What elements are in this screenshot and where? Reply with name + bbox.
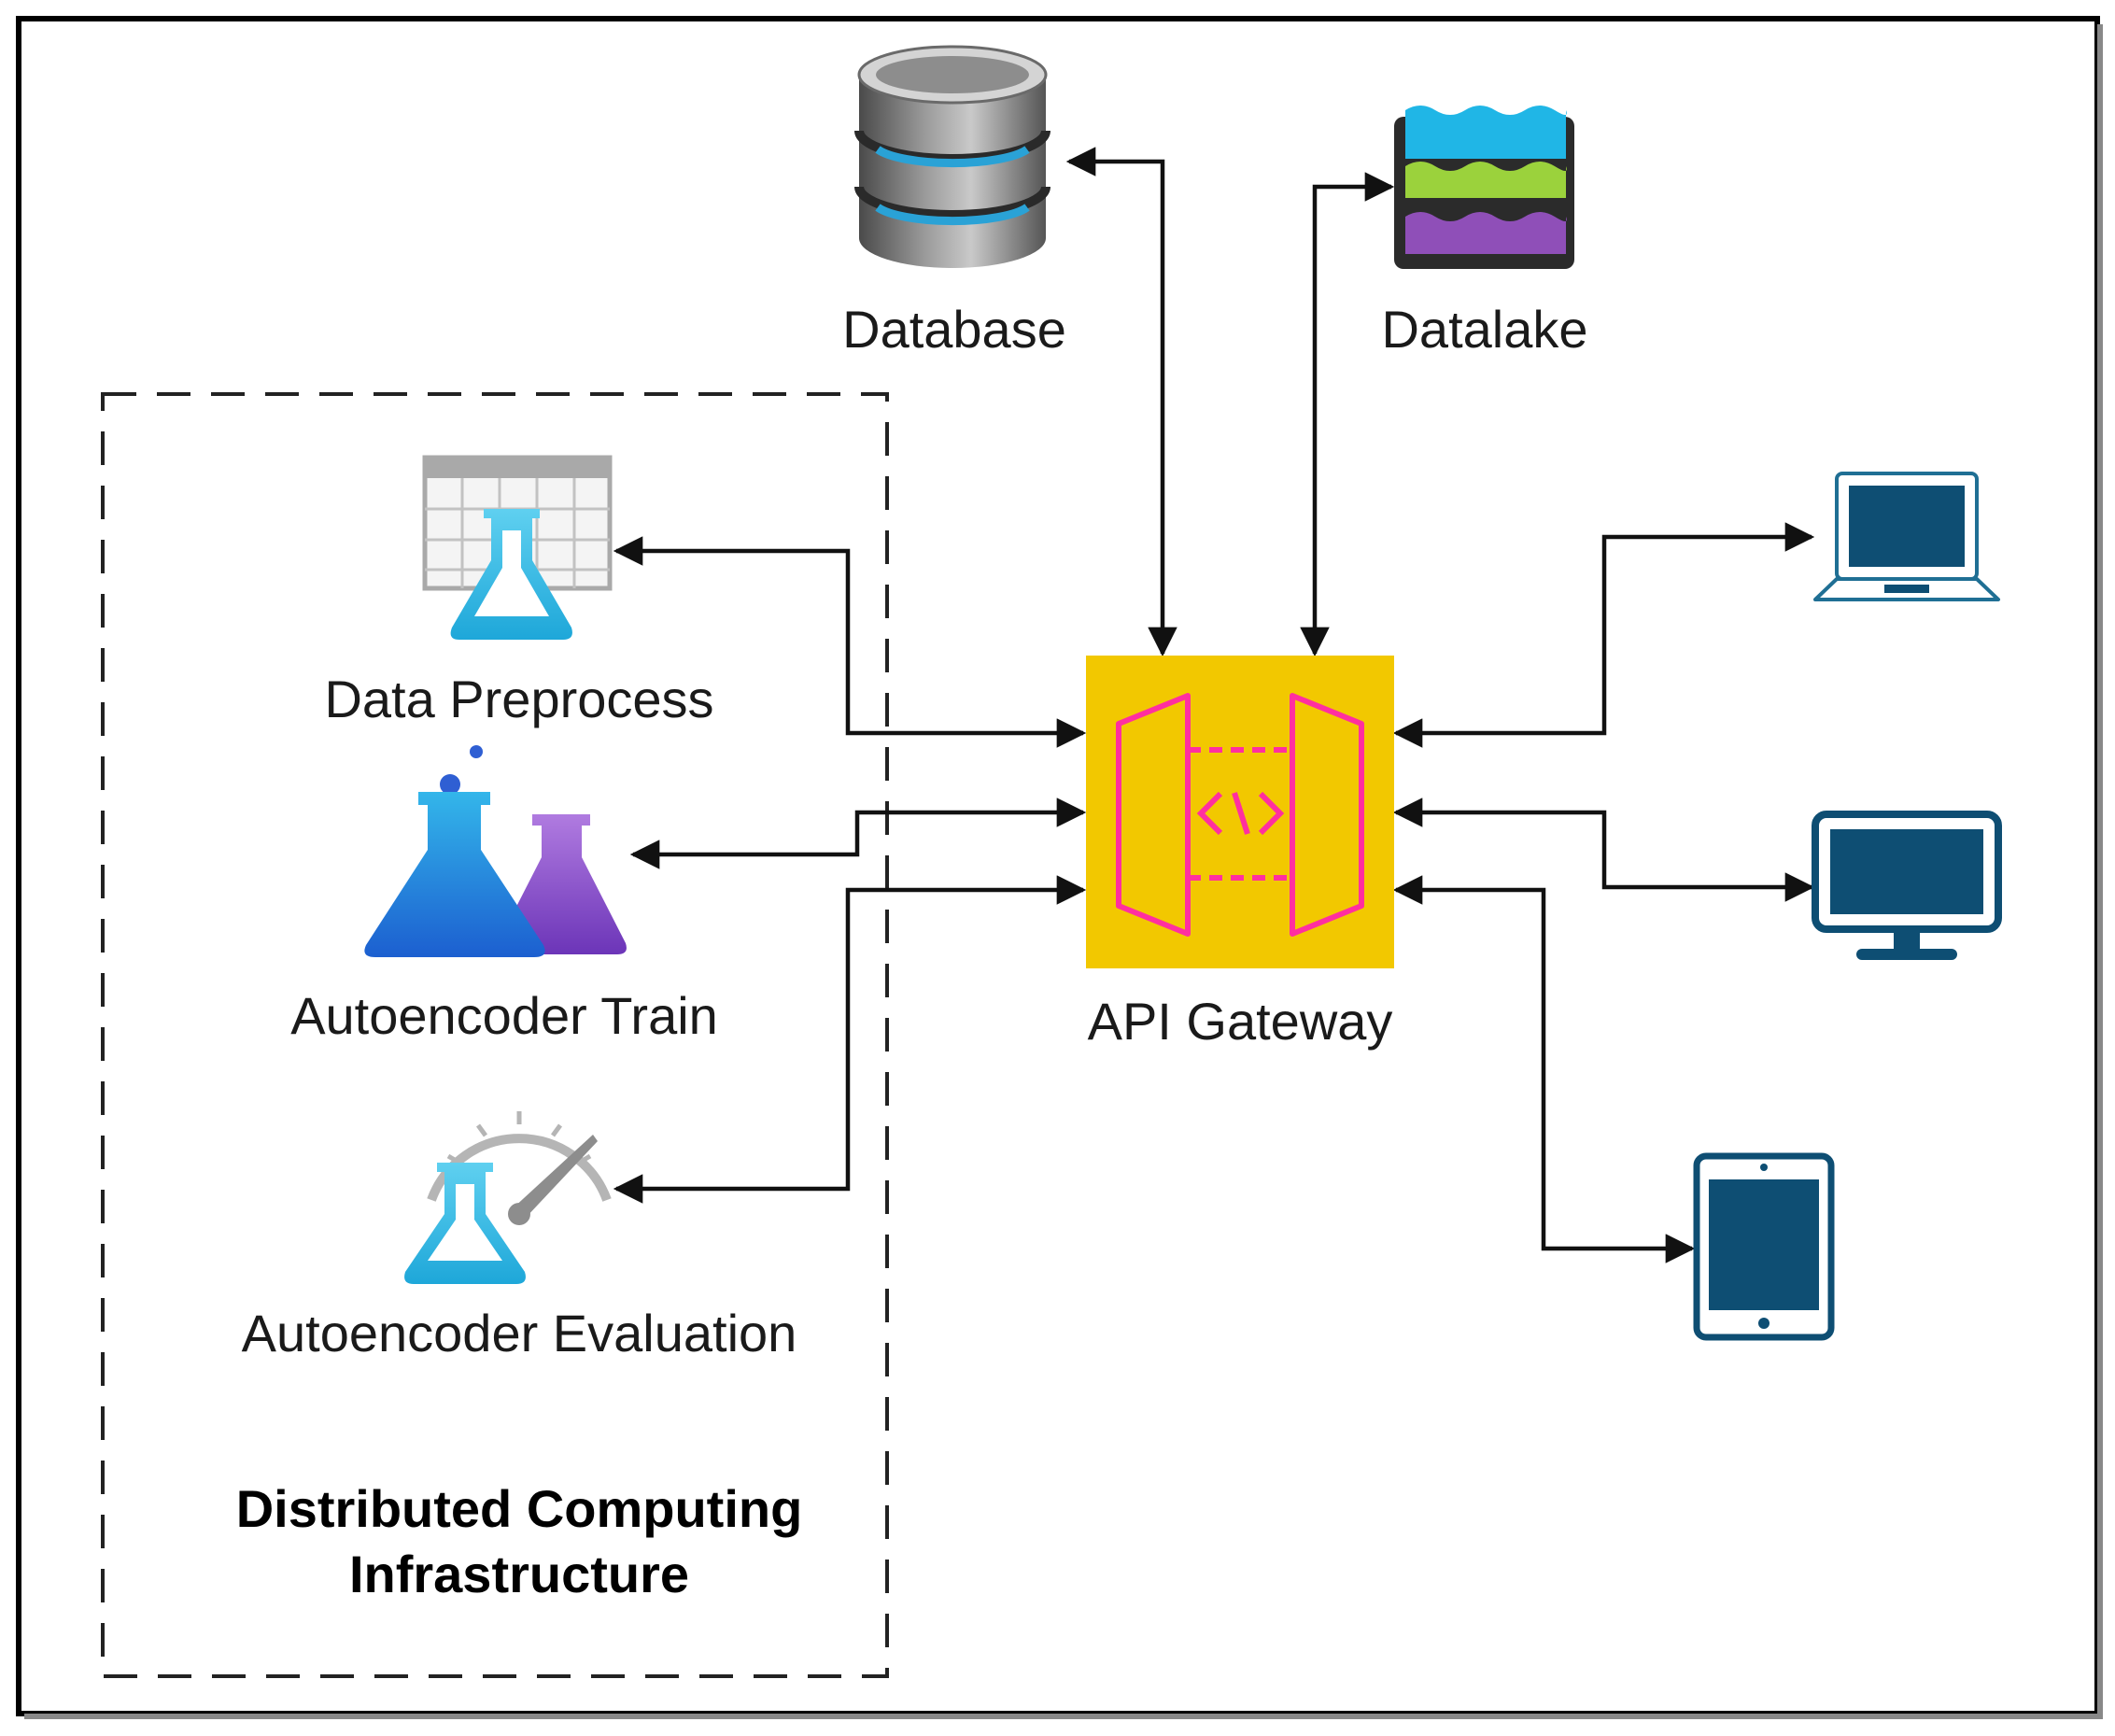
desktop-monitor-icon — [1812, 811, 2002, 960]
group-title-line2: Infrastructure — [349, 1545, 689, 1603]
group-title-line1: Distributed Computing — [236, 1479, 803, 1538]
autoencoder-evaluation-label: Autoencoder Evaluation — [242, 1304, 797, 1362]
laptop-node — [1813, 472, 2000, 601]
laptop-icon — [1813, 472, 2000, 601]
connections — [613, 147, 1815, 1263]
api-gateway-node: API Gateway — [1086, 656, 1394, 1051]
edge-gateway-desktop — [1392, 797, 1815, 902]
api-gateway-icon — [1086, 656, 1394, 968]
database-label: Database — [842, 300, 1066, 359]
datalake-label: Datalake — [1381, 300, 1587, 359]
edge-gateway-database — [1065, 147, 1177, 657]
datalake-node: Datalake — [1381, 106, 1588, 359]
twin-flasks-icon — [364, 745, 627, 957]
autoencoder-evaluation-node: Autoencoder Evaluation — [242, 1111, 797, 1362]
edge-gateway-datalake — [1300, 172, 1395, 657]
edge-gateway-autoencoder-train — [629, 797, 1087, 869]
outer-frame — [16, 16, 2100, 1716]
data-preprocess-node: Data Preprocess — [324, 455, 714, 728]
desktop-node — [1812, 811, 2002, 960]
edge-gateway-tablet — [1392, 875, 1696, 1263]
autoencoder-train-label: Autoencoder Train — [290, 986, 718, 1045]
outer-frame-shadow — [2097, 24, 2103, 1719]
tablet-node — [1693, 1152, 1835, 1341]
data-preprocess-label: Data Preprocess — [324, 670, 713, 728]
database-node: Database — [842, 45, 1066, 359]
tablet-icon — [1693, 1152, 1835, 1341]
api-gateway-label: API Gateway — [1088, 992, 1393, 1051]
edge-gateway-data-preprocess — [613, 536, 1087, 748]
table-flask-icon — [422, 455, 613, 640]
gauge-flask-icon — [404, 1111, 612, 1284]
autoencoder-train-node: Autoencoder Train — [290, 745, 718, 1045]
datalake-layers-icon — [1394, 106, 1574, 269]
edge-gateway-autoencoder-evaluation — [613, 875, 1087, 1204]
edge-gateway-laptop — [1392, 522, 1815, 748]
database-cylinder-icon — [854, 45, 1050, 268]
outer-frame-shadow-bottom — [24, 1714, 2103, 1719]
